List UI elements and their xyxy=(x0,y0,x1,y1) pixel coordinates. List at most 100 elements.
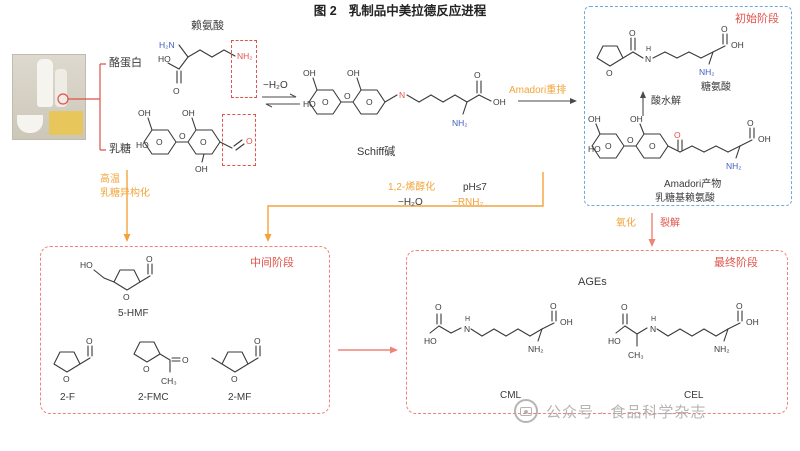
cel-label: CEL xyxy=(684,390,704,401)
figure-number: 图 2 xyxy=(313,4,337,18)
schiff-n: N xyxy=(399,90,405,100)
final-stage-box xyxy=(406,250,788,414)
cml-o2: O xyxy=(550,301,557,311)
furosine-n: N xyxy=(645,54,651,64)
schiff-base-structure: OH HO O O OH O N O OH NH₂ xyxy=(303,68,506,128)
mf-label: 2-MF xyxy=(228,392,252,403)
casein-label: 酪蛋白 xyxy=(109,57,142,69)
watermark: 公众号 · 食品科学杂志 xyxy=(514,399,706,423)
schiff-oh: OH xyxy=(303,68,316,78)
f-label: 2-F xyxy=(60,392,75,403)
furosine-o: O xyxy=(629,28,636,38)
fmc-label: 2-FMC xyxy=(138,392,169,403)
schiff-ho: HO xyxy=(303,99,316,109)
cel-ho: HO xyxy=(608,336,621,346)
cml-structure: O HO H N NH₂ O OH xyxy=(424,301,573,354)
sugar-amino-acid-label: 糖氨酸 xyxy=(701,82,731,93)
lactose-oh: OH xyxy=(138,108,151,118)
cel-nh2: NH₂ xyxy=(714,344,730,354)
milk-bottle xyxy=(37,59,53,107)
cel-oh: OH xyxy=(746,317,759,327)
schiff-base-label: Schiff碱 xyxy=(357,146,396,158)
cml-nh2: NH₂ xyxy=(528,344,544,354)
furosine-oh: OH xyxy=(731,40,744,50)
amadori-ring-o2: O xyxy=(649,141,656,151)
high-temp-label: 高温 xyxy=(100,174,120,185)
lactose-structure: OH HO O O OH O OH O xyxy=(136,108,253,174)
cel-n: N xyxy=(650,324,656,334)
cel-o2: O xyxy=(736,301,743,311)
lysine-nh2: NH₂ xyxy=(237,51,253,61)
schiff-bridge-o: O xyxy=(344,91,351,101)
lactose-ho: HO xyxy=(136,140,149,150)
mf-ring-o: O xyxy=(231,374,238,384)
cel-ch3: CH₃ xyxy=(628,350,644,360)
photo-bracket xyxy=(57,63,106,151)
amadori-o: O xyxy=(747,118,754,128)
cheese-block xyxy=(49,111,83,135)
amadori-product-structure: OH HO O O OH O O NH₂ O OH xyxy=(588,114,771,171)
dehydration-label: −H₂O xyxy=(263,80,288,91)
initial-stage-title: 初始阶段 xyxy=(735,13,779,25)
lysine-amine-highlight-box xyxy=(231,40,257,98)
oxidation-label: 氧化 xyxy=(616,218,636,229)
mf-o: O xyxy=(254,336,261,346)
amadori-bridge-o: O xyxy=(627,135,634,145)
furan-ring-o: O xyxy=(606,68,613,78)
acetylfuran-structure: O O CH₃ xyxy=(133,341,189,386)
lysine-structure: H₂N HO O NH₂ xyxy=(158,40,253,96)
schiff-nh2: NH₂ xyxy=(452,118,468,128)
lactulosyllysine-label: 乳糖基赖氨酸 xyxy=(655,193,715,204)
schiff-ring-o: O xyxy=(322,97,329,107)
f-o: O xyxy=(86,336,93,346)
enolization-arrow xyxy=(264,172,544,242)
intermediate-stage-title: 中间阶段 xyxy=(250,257,294,269)
final-stage-title: 最终阶段 xyxy=(714,257,758,269)
enolization-label: 1,2-烯醇化 xyxy=(388,182,436,193)
lactose-oh2: OH xyxy=(182,108,195,118)
cml-n: N xyxy=(464,324,470,334)
dairy-products-photo xyxy=(12,54,86,140)
schiff-oh3: OH xyxy=(493,97,506,107)
bowl xyxy=(17,115,43,133)
lactose-ring-o2: O xyxy=(200,137,207,147)
furosine-h: H xyxy=(646,46,651,53)
minus-h2o-label: −H₂O xyxy=(398,197,423,208)
cml-label: CML xyxy=(500,390,522,401)
amadori-rearrangement-label: Amadori重排 xyxy=(509,85,567,96)
hmf-ho: HO xyxy=(80,260,93,270)
cml-h: H xyxy=(465,316,470,323)
lactose-carbonyl-o: O xyxy=(246,136,253,146)
cml-ho: HO xyxy=(424,336,437,346)
amadori-product-label: Amadori产物 xyxy=(664,179,722,190)
lactose-bridge-o: O xyxy=(179,131,186,141)
furosine-nh2: NH₂ xyxy=(699,67,715,77)
amadori-keto-o: O xyxy=(674,130,681,140)
amadori-oh: OH xyxy=(588,114,601,124)
lysine-ho: HO xyxy=(158,54,171,64)
amadori-oh3: OH xyxy=(758,134,771,144)
methylfuran-structure: O O xyxy=(211,336,261,384)
lactose-ring-o: O xyxy=(156,137,163,147)
schiff-oh2: OH xyxy=(347,68,360,78)
hmf-label: 5-HMF xyxy=(118,308,149,319)
acid-hydrolysis-label: 酸水解 xyxy=(651,96,681,107)
lysine-o: O xyxy=(173,86,180,96)
amadori-nh2: NH₂ xyxy=(726,161,742,171)
hmf-structure: HO O O xyxy=(80,254,153,302)
amadori-oh2: OH xyxy=(630,114,643,124)
hmf-ring-o: O xyxy=(123,292,130,302)
cleavage-label: 裂解 xyxy=(660,218,680,229)
lactose-label: 乳糖 xyxy=(109,143,131,155)
amadori-ho: HO xyxy=(588,144,601,154)
cml-oh: OH xyxy=(560,317,573,327)
cml-o: O xyxy=(435,302,442,312)
cel-structure: O HO CH₃ H N NH₂ O OH xyxy=(608,301,759,360)
lysine-label: 赖氨酸 xyxy=(191,20,224,32)
sugar-amino-acid-structure: O O H N NH₂ O OH xyxy=(596,24,744,78)
schiff-ring-o2: O xyxy=(366,97,373,107)
f-ring-o: O xyxy=(63,374,70,384)
minus-rnh2-label: −RNH₂ xyxy=(452,197,484,208)
